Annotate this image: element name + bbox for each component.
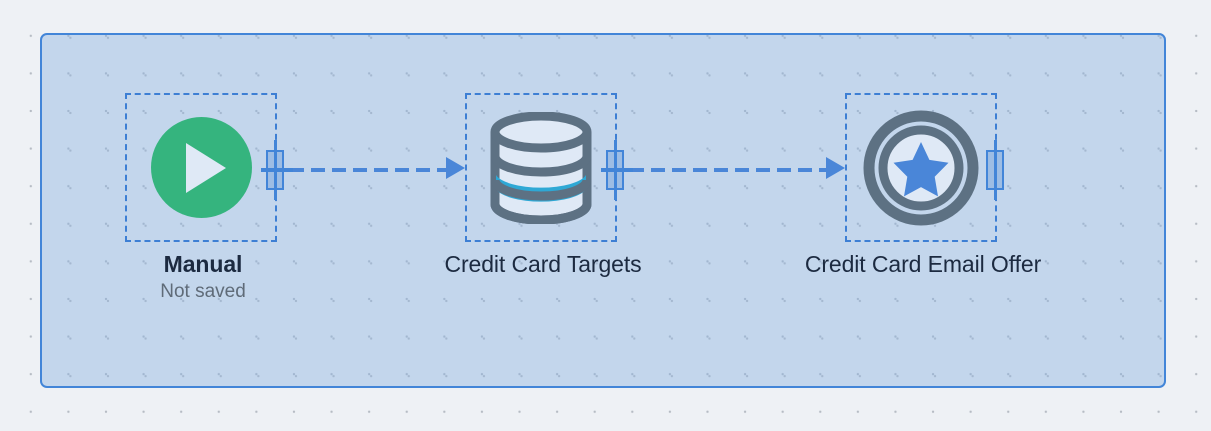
connector-targets-to-offer[interactable]	[630, 168, 830, 172]
output-port-manual[interactable]	[261, 140, 293, 200]
play-circle-icon	[127, 95, 275, 240]
node-manual-trigger[interactable]: Manual Not saved	[125, 93, 293, 302]
connector-arrowhead-targets	[446, 157, 465, 179]
node-credit-card-targets[interactable]: Credit Card Targets	[444, 93, 642, 277]
node-label-manual: Manual	[163, 251, 243, 277]
output-port-credit-card-targets[interactable]	[601, 140, 633, 200]
connector-arrowhead-offer	[826, 157, 845, 179]
node-sublabel-manual: Not saved	[160, 281, 246, 302]
node-credit-card-email-offer[interactable]: Credit Card Email Offer	[805, 93, 1041, 277]
output-port-credit-card-email-offer[interactable]	[986, 140, 1004, 200]
node-label-credit-card-targets: Credit Card Targets	[444, 251, 642, 277]
node-label-credit-card-email-offer: Credit Card Email Offer	[804, 251, 1042, 277]
connector-manual-to-targets[interactable]	[290, 168, 450, 172]
database-icon	[467, 95, 615, 240]
star-badge-icon	[847, 95, 995, 240]
